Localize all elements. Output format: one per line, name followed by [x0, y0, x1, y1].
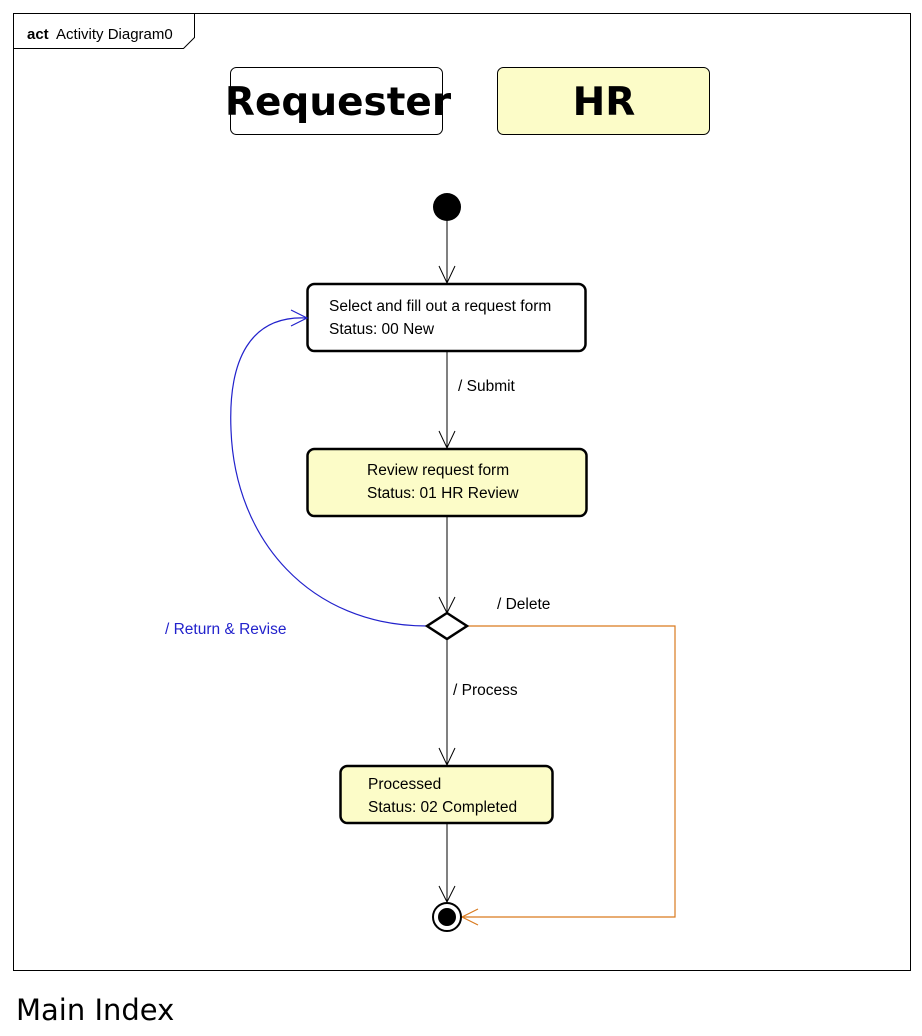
guard-delete: / Delete [497, 596, 550, 613]
lane-hr-box [497, 67, 710, 135]
action-review-line2: Status: 01 HR Review [367, 485, 519, 502]
frame-title: act Activity Diagram0 [27, 26, 173, 43]
lane-hr-label: HR [573, 80, 636, 125]
main-index-heading: Main Index [16, 993, 175, 1027]
lane-requester-label: Requester [225, 80, 452, 125]
lane-requester-box [230, 67, 443, 135]
action-processed-line2: Status: 02 Completed [368, 799, 517, 816]
frame-name: Activity Diagram0 [56, 26, 173, 43]
flow-return-revise [230, 317, 428, 627]
guard-process: / Process [453, 682, 518, 699]
action-review [306, 447, 588, 518]
activity-diagram: act Activity Diagram0 Requester HR Selec… [13, 13, 911, 971]
frame-keyword: act [27, 26, 49, 43]
final-node-dot [438, 908, 456, 926]
frame-title-tab [13, 13, 195, 49]
arrowhead-return-revise [290, 309, 309, 327]
guard-return-revise: / Return & Revise [165, 621, 286, 638]
action-processed-line1: Processed [368, 776, 441, 793]
initial-node [433, 193, 461, 221]
flow-delete [462, 625, 676, 918]
action-fill-form [306, 282, 587, 353]
action-fill-form-line1: Select and fill out a request form [329, 298, 551, 315]
action-review-line1: Review request form [367, 462, 509, 479]
action-fill-form-line2: Status: 00 New [329, 321, 435, 338]
guard-submit: / Submit [458, 378, 516, 395]
